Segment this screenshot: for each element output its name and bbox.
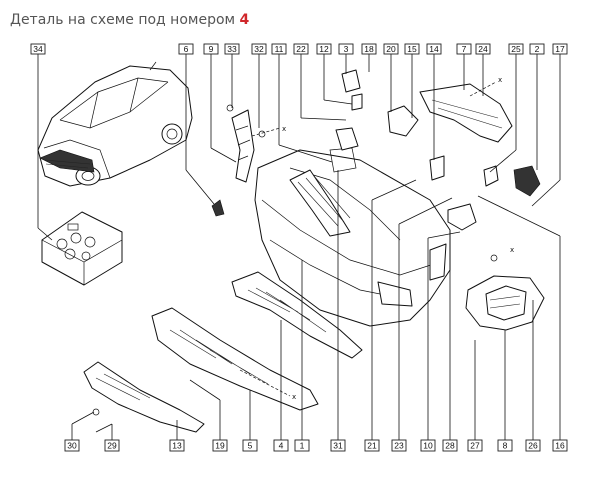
label-top-17: 17: [555, 44, 565, 54]
label-top-12: 14: [429, 44, 439, 54]
label-top-7: 12: [319, 44, 329, 54]
leader-lines: [37, 54, 561, 241]
label-top-5: 11: [275, 44, 284, 54]
label-top-1: 6: [184, 44, 189, 54]
label-top-9: 18: [364, 44, 374, 54]
label-top-2: 9: [209, 44, 214, 54]
label-bottom-4: 5: [248, 441, 253, 451]
label-top-6: 22: [296, 44, 306, 54]
label-bottom-3: 19: [215, 441, 225, 451]
fog-lamp-surround: x: [465, 246, 545, 331]
label-bottom-6: 1: [300, 441, 305, 451]
clip-kit-box: [41, 211, 123, 286]
car-thumbnail: [37, 61, 193, 187]
left-bracket: x: [226, 104, 286, 183]
label-bottom-0: 30: [67, 441, 77, 451]
label-bottom-10: 10: [423, 441, 433, 451]
label-bottom-13: 8: [503, 441, 508, 451]
label-bottom-9: 23: [394, 441, 404, 451]
label-bottom-12: 27: [470, 441, 480, 451]
label-bottom-1: 29: [107, 441, 117, 451]
label-top-3: 33: [227, 44, 237, 54]
label-top-0: 34: [33, 44, 43, 54]
label-bottom-7: 31: [333, 441, 343, 451]
svg-text:x: x: [498, 76, 502, 84]
front-bumper: [254, 149, 451, 327]
label-top-10: 20: [386, 44, 396, 54]
label-top-8: 3: [344, 44, 349, 54]
label-top-11: 15: [407, 44, 417, 54]
label-bottom-15: 16: [555, 441, 565, 451]
label-bottom-11: 28: [445, 441, 455, 451]
label-top-14: 24: [478, 44, 488, 54]
svg-text:x: x: [510, 246, 514, 254]
labels-bottom-row: 30 29 13 19 5 4 1 31 21 23 10 28 27 8 26…: [64, 439, 568, 452]
label-top-16: 2: [535, 44, 540, 54]
highlight-number: 4: [239, 12, 250, 28]
small-clips: [335, 69, 541, 231]
label-bottom-5: 4: [279, 441, 284, 451]
label-top-13: 7: [462, 44, 467, 54]
label-top-4: 32: [254, 44, 264, 54]
leader-lines-bottom: [71, 170, 561, 440]
lower-spoiler: [231, 271, 363, 359]
svg-text:x: x: [282, 125, 286, 133]
page-title: Деталь на схеме под номером 4: [10, 12, 249, 28]
clip-part-6: [211, 199, 225, 217]
undertray: x: [151, 307, 319, 411]
label-bottom-8: 21: [367, 441, 377, 451]
label-top-15: 25: [511, 44, 521, 54]
labels-top-row: 34 6 9 33 32 11 22 12 3 18 20 15 14 7 24…: [30, 43, 568, 55]
right-bracket-assembly: x: [419, 76, 513, 143]
front-deflector: [83, 361, 205, 433]
label-bottom-2: 13: [172, 441, 182, 451]
title-text: Деталь на схеме под номером: [10, 12, 236, 28]
label-bottom-14: 26: [528, 441, 538, 451]
svg-text:x: x: [292, 393, 296, 401]
